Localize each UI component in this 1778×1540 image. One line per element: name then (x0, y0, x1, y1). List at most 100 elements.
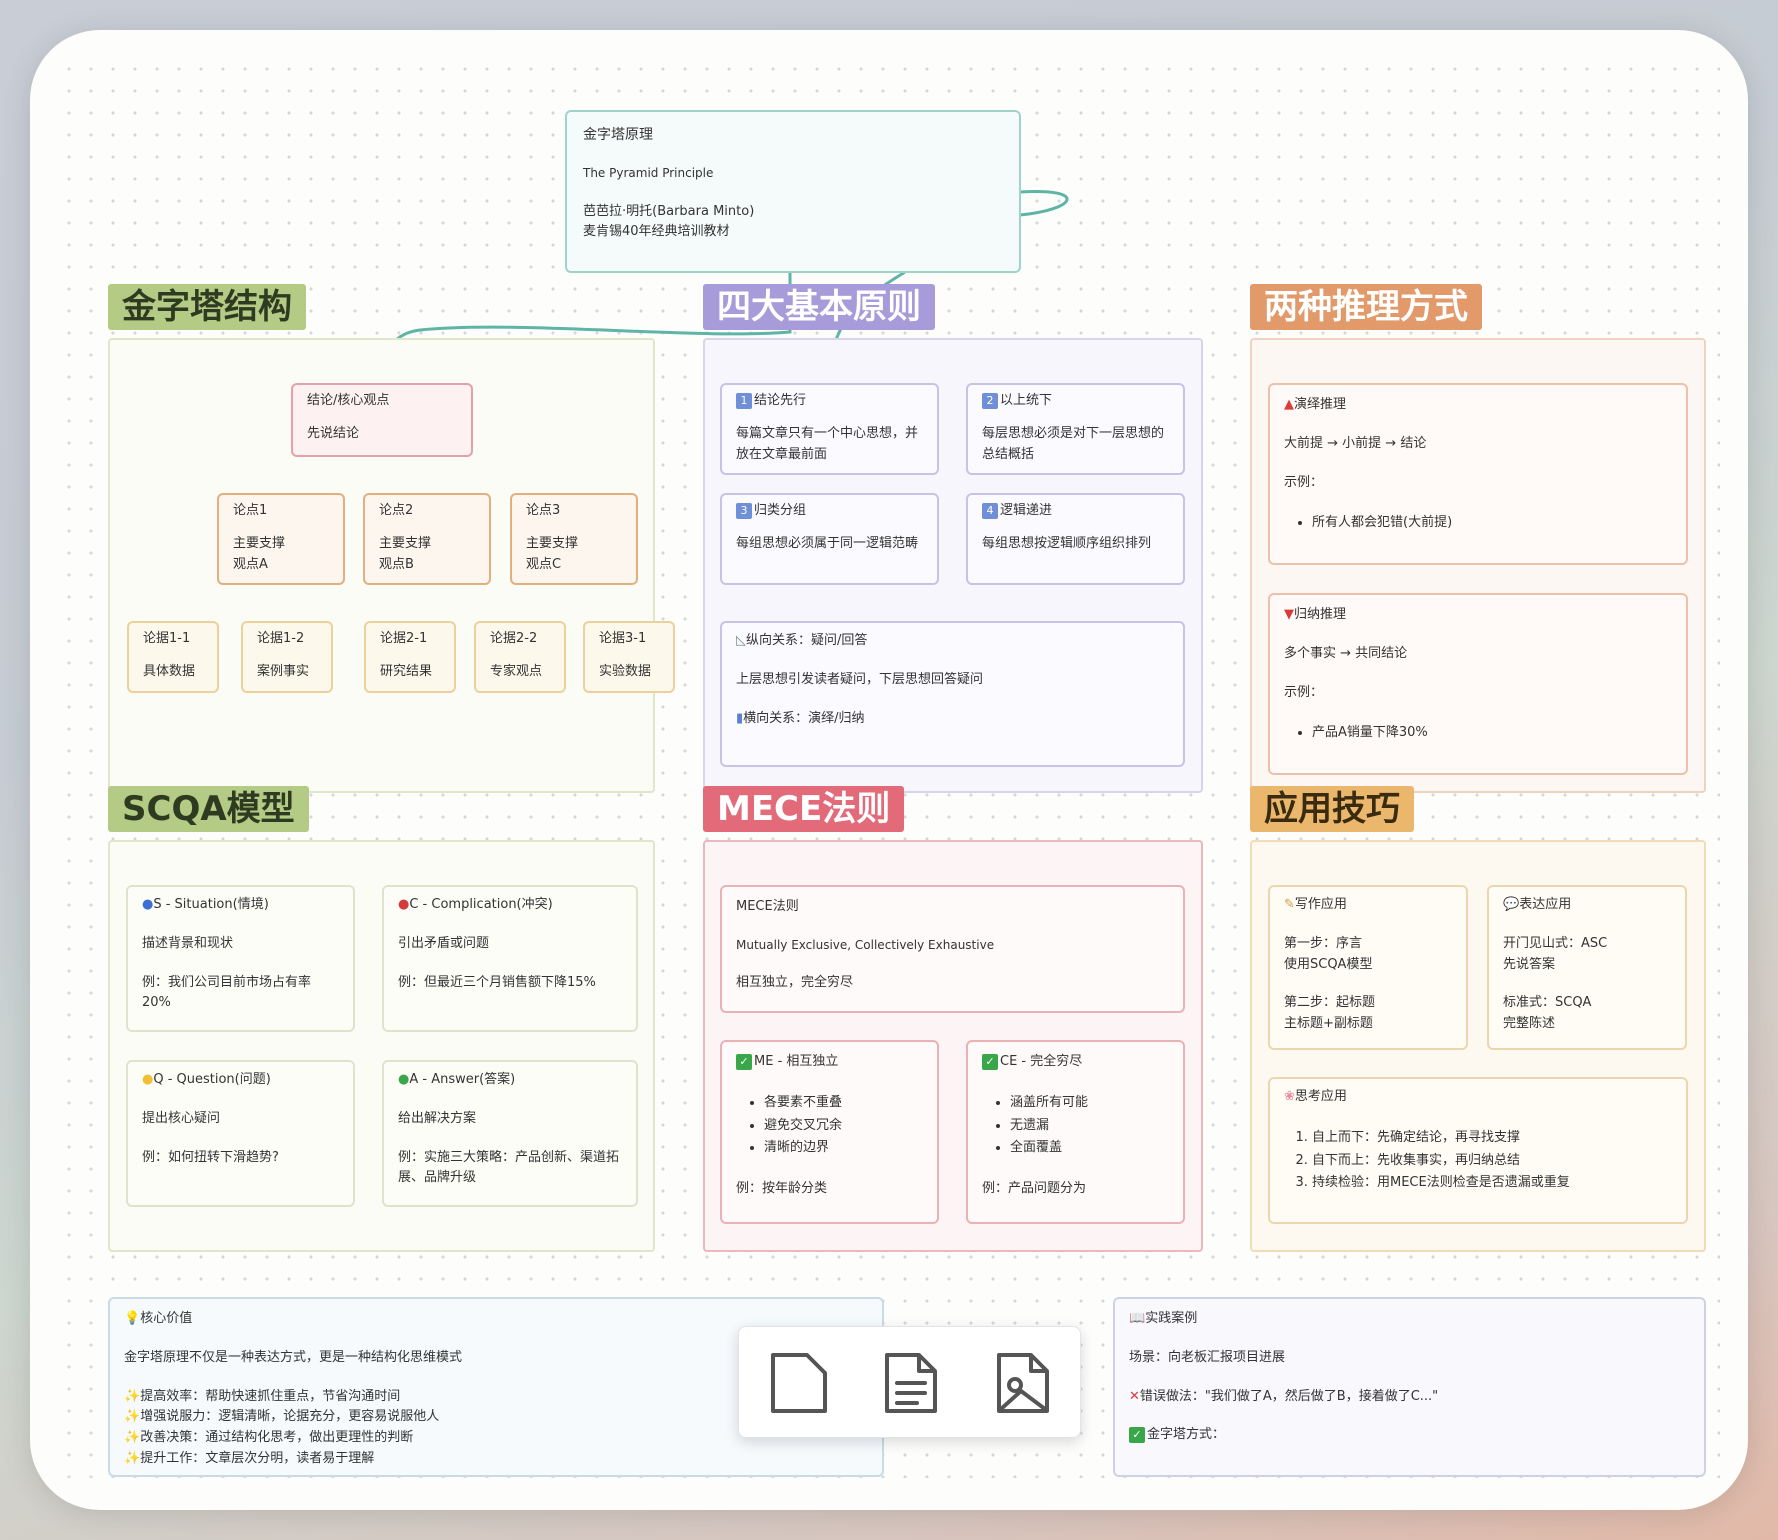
root-loop-connector (1019, 190, 1069, 217)
root-subtitle: The Pyramid Principle (583, 166, 714, 181)
root-title: 金字塔原理 (583, 127, 653, 143)
mece-english: Mutually Exclusive, Collectively Exhaust… (736, 937, 995, 952)
core-title: 核心价值 (140, 1311, 193, 1326)
memo-icon: ✎ (1284, 897, 1295, 912)
evidence-sub: 案例事实 (257, 663, 310, 679)
case-wrong: 错误做法："我们做了A，然后做了B，接着做了C..." (1139, 1388, 1439, 1404)
blank-file-icon[interactable] (763, 1347, 835, 1419)
pyramid-point-1[interactable]: 论点1 主要支撑 观点A (217, 493, 345, 585)
scqa-complication[interactable]: ●C - Complication(冲突) 引出矛盾或问题 例：但最近三个月销售… (382, 885, 638, 1032)
induction-example-label: 示例： (1284, 684, 1324, 700)
text-file-icon[interactable] (875, 1347, 947, 1419)
scqa-desc: 给出解决方案 (398, 1110, 477, 1126)
red-circle-icon: ● (398, 897, 410, 912)
thinking-title: 思考应用 (1294, 1089, 1347, 1104)
evidence-1-1[interactable]: 论据1-1 具体数据 (127, 621, 219, 693)
number-4-icon: 4 (982, 503, 998, 519)
pyramid-point-3[interactable]: 论点3 主要支撑 观点C (510, 493, 638, 585)
thinking-tip-card[interactable]: ❀思考应用 自上而下：先确定结论，再寻找支撑 自下而上：先收集事实，再归纳总结 … (1268, 1077, 1688, 1224)
evidence-title: 论据1-1 (143, 631, 191, 646)
principle-relations[interactable]: ◺纵向关系：疑问/回答 上层思想引发读者疑问，下层思想回答疑问 ▮横向关系：演绎… (720, 621, 1185, 767)
ce-item: 涵盖所有可能 (1010, 1093, 1169, 1114)
evidence-3-1[interactable]: 论据3-1 实验数据 (583, 621, 675, 693)
point-line: 主要支撑 (526, 535, 579, 551)
book-icon: 📖 (1129, 1311, 1146, 1326)
speech-bubble-icon: 💬 (1503, 897, 1520, 912)
mece-me-card[interactable]: ✓ME - 相互独立 各要素不重叠 避免交叉冗余 清晰的边界 例：按年龄分类 (720, 1040, 939, 1224)
image-file-icon[interactable] (987, 1347, 1059, 1419)
mece-header-card[interactable]: MECE法则 Mutually Exclusive, Collectively … (720, 885, 1185, 1013)
number-1-icon: 1 (736, 393, 752, 409)
point-line: 观点C (526, 556, 562, 572)
case-card[interactable]: 📖实践案例 场景：向老板汇报项目进展 ✕错误做法："我们做了A，然后做了B，接着… (1113, 1297, 1706, 1477)
ruler-icon: ◺ (736, 633, 746, 648)
yellow-circle-icon: ● (142, 1072, 154, 1087)
point-line: 主要支撑 (379, 535, 432, 551)
point-line: 观点A (233, 556, 268, 572)
sparkle-icon: ✨ (124, 1388, 141, 1404)
me-item: 避免交叉冗余 (764, 1116, 923, 1137)
pyramid-point-2[interactable]: 论点2 主要支撑 观点B (363, 493, 491, 585)
green-circle-icon: ● (398, 1072, 410, 1087)
core-item: 提升工作：文章层次分明，读者易于理解 (140, 1450, 375, 1466)
pyramid-section-tag: 金字塔结构 (108, 284, 306, 330)
point-line: 主要支撑 (233, 535, 286, 551)
point-title: 论点2 (379, 503, 414, 518)
scqa-desc: 提出核心疑问 (142, 1110, 221, 1126)
scqa-answer[interactable]: ●A - Answer(答案) 给出解决方案 例：实施三大策略：产品创新、渠道拓… (382, 1060, 638, 1207)
lightbulb-icon: 💡 (124, 1311, 141, 1326)
reasoning-section-tag: 两种推理方式 (1250, 284, 1482, 330)
scqa-situation[interactable]: ●S - Situation(情境) 描述背景和现状 例：我们公司目前市场占有率… (126, 885, 355, 1032)
evidence-title: 论据3-1 (599, 631, 647, 646)
scqa-question[interactable]: ●Q - Question(问题) 提出核心疑问 例：如何扭转下滑趋势? (126, 1060, 355, 1207)
writing-tip-card[interactable]: ✎写作应用 第一步：序言 使用SCQA模型 第二步：起标题 主标题+副标题 (1268, 885, 1468, 1050)
evidence-title: 论据2-2 (490, 631, 538, 646)
scqa-section-tag: SCQA模型 (108, 786, 309, 832)
evidence-2-1[interactable]: 论据2-1 研究结果 (364, 621, 456, 693)
mece-title: MECE法则 (736, 899, 799, 914)
thinking-item: 自下而上：先收集事实，再归纳总结 (1312, 1151, 1672, 1172)
core-body: 金字塔原理不仅是一种表达方式，更是一种结构化思维模式 (124, 1349, 463, 1365)
pyramid-top-node[interactable]: 结论/核心观点 先说结论 (291, 383, 473, 457)
case-scene: 场景：向老板汇报项目进展 (1129, 1349, 1286, 1365)
induction-title: 归纳推理 (1294, 607, 1347, 622)
writing-step2: 第二步：起标题 (1284, 995, 1376, 1011)
evidence-sub: 实验数据 (599, 663, 652, 679)
me-item: 清晰的边界 (764, 1138, 923, 1159)
root-desc: 麦肯锡40年经典培训教材 (583, 224, 730, 240)
root-node[interactable]: 金字塔原理 The Pyramid Principle 芭芭拉·明托(Barba… (565, 110, 1021, 273)
check-icon: ✓ (1129, 1427, 1145, 1444)
floating-toolbar (738, 1326, 1081, 1438)
speaking-step1-detail: 先说答案 (1503, 956, 1556, 972)
evidence-2-2[interactable]: 论据2-2 专家观点 (474, 621, 566, 693)
speaking-step1: 开门见山式：ASC (1503, 935, 1608, 951)
me-item: 各要素不重叠 (764, 1093, 923, 1114)
point-line: 观点B (379, 556, 414, 572)
horizontal-relation-title: 横向关系：演绎/归纳 (743, 710, 865, 726)
writing-step1: 第一步：序言 (1284, 935, 1363, 951)
number-2-icon: 2 (982, 393, 998, 409)
speaking-tip-card[interactable]: 💬表达应用 开门见山式：ASC 先说答案 标准式：SCQA 完整陈述 (1487, 885, 1687, 1050)
scqa-title: C - Complication(冲突) (409, 897, 553, 912)
thinking-item: 持续检验：用MECE法则检查是否遗漏或重复 (1312, 1173, 1672, 1194)
deduction-flow: 大前提 → 小前提 → 结论 (1284, 435, 1427, 451)
deduction-card[interactable]: ▲演绎推理 大前提 → 小前提 → 结论 示例： 所有人都会犯错(大前提) (1268, 383, 1688, 565)
principles-section-tag: 四大基本原则 (703, 284, 935, 330)
deduction-example-label: 示例： (1284, 474, 1324, 490)
induction-card[interactable]: ▼归纳推理 多个事实 → 共同结论 示例： 产品A销量下降30% (1268, 593, 1688, 775)
sparkle-icon: ✨ (124, 1409, 141, 1425)
scqa-example: 例：实施三大策略：产品创新、渠道拓展、品牌升级 (398, 1149, 620, 1186)
principle-body: 每篇文章只有一个中心思想，并放在文章最前面 (736, 425, 919, 462)
principle-title: 以上统下 (1000, 393, 1053, 408)
evidence-1-2[interactable]: 论据1-2 案例事实 (241, 621, 333, 693)
scqa-desc: 引出矛盾或问题 (398, 935, 490, 951)
tips-section-tag: 应用技巧 (1250, 786, 1414, 832)
vertical-relation-title: 纵向关系：疑问/回答 (746, 633, 868, 648)
mece-ce-card[interactable]: ✓CE - 完全穷尽 涵盖所有可能 无遗漏 全面覆盖 例：产品问题分为 (966, 1040, 1185, 1224)
scqa-example: 例：但最近三个月销售额下降15% (398, 974, 596, 990)
evidence-sub: 研究结果 (380, 663, 433, 679)
